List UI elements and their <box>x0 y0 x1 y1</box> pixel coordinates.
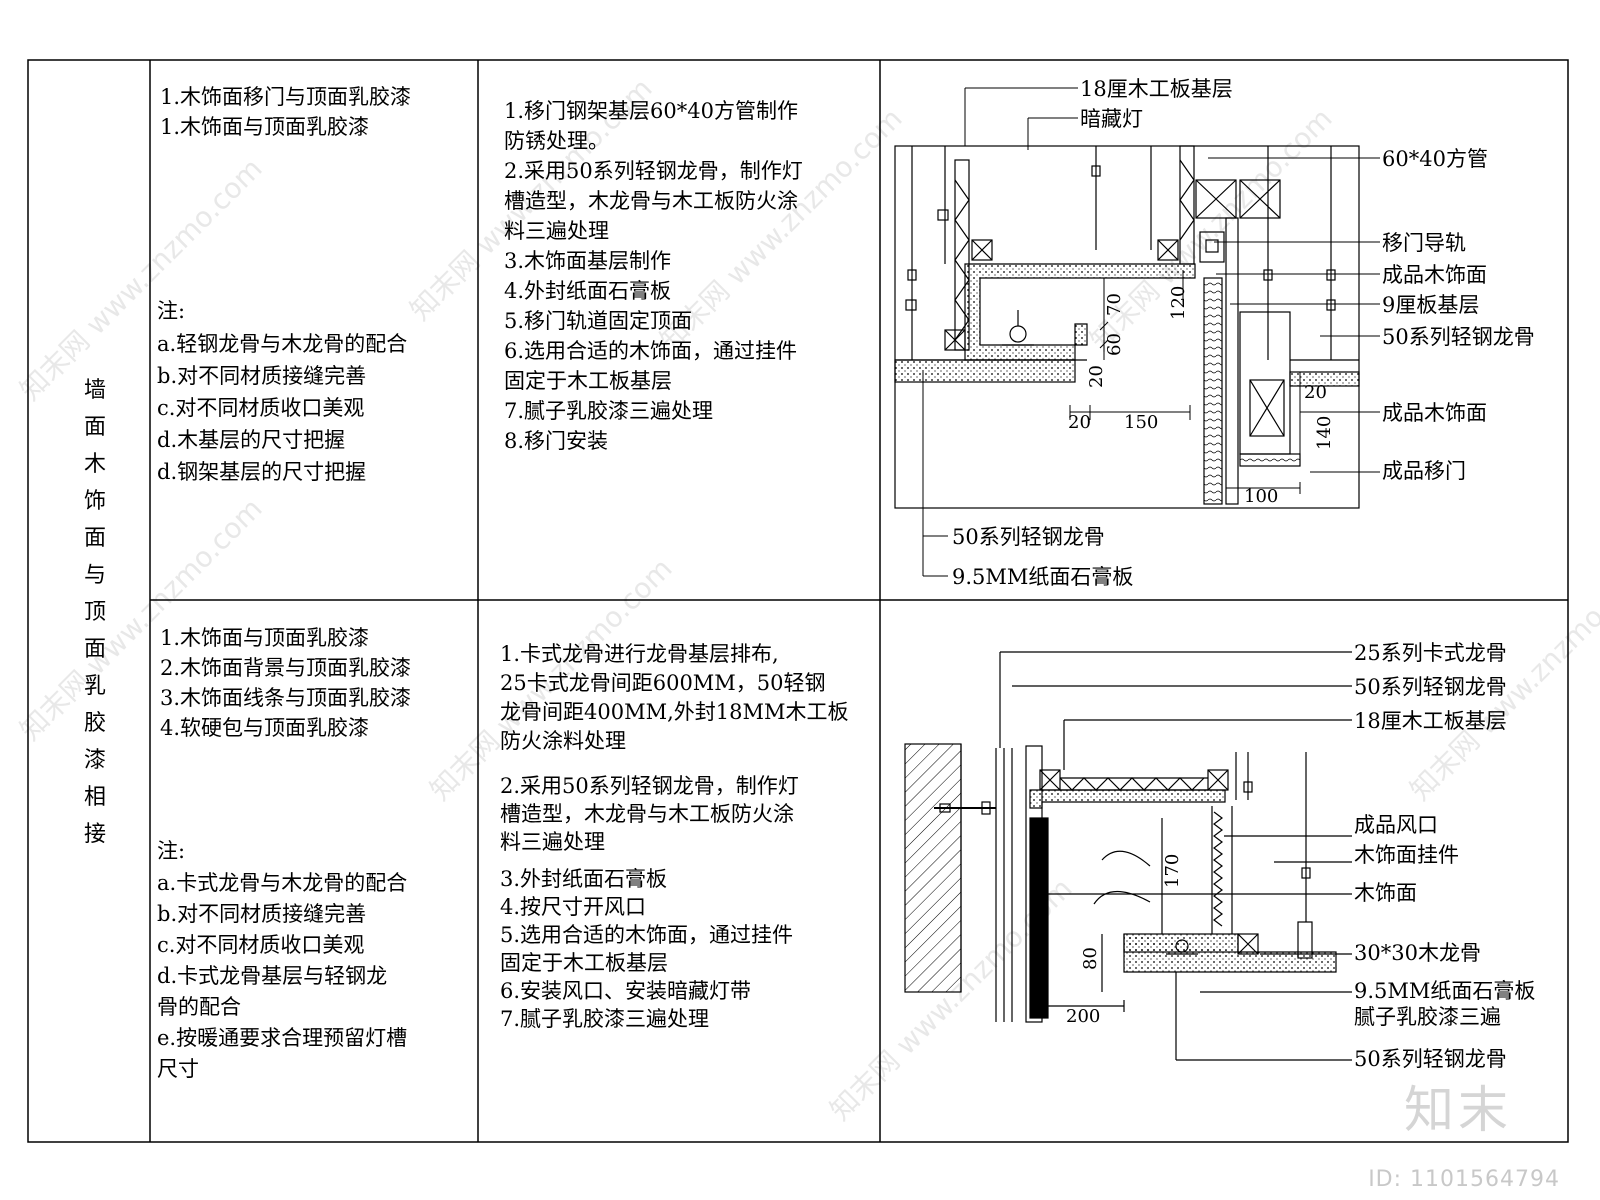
row1-notes: a.轻钢龙骨与木龙骨的配合 b.对不同材质接缝完善 c.对不同材质收口美观 d.… <box>157 332 408 484</box>
row1-note-label: 注: <box>157 299 186 323</box>
drawing2-label: 木饰面挂件 <box>1354 843 1459 867</box>
dim-label: 170 <box>1162 854 1183 888</box>
drawing1-label: 暗藏灯 <box>1080 107 1143 131</box>
dim-label: 20 <box>1086 365 1107 388</box>
row2-notes: a.卡式龙骨与木龙骨的配合 b.对不同材质接缝完善 c.对不同材质收口美观 d.… <box>157 871 408 1081</box>
dim-label: 120 <box>1168 286 1189 320</box>
drawing1-label: 9厘板基层 <box>1382 293 1479 317</box>
drawing1-label: 18厘木工板基层 <box>1080 77 1233 101</box>
vertical-title: 墙 面 木 饰 面 与 顶 面 乳 胶 漆 相 接 <box>83 378 106 847</box>
drawing2-label: 木饰面 <box>1354 881 1417 905</box>
drawing1-label: 成品木饰面 <box>1382 263 1487 287</box>
drawing2-label: 50系列轻钢龙骨 <box>1354 675 1507 699</box>
row1-items: 1.木饰面移门与顶面乳胶漆 1.木饰面与顶面乳胶漆 <box>160 85 412 139</box>
drawing2-label: 成品风口 <box>1354 813 1438 837</box>
drawing2-label: 25系列卡式龙骨 <box>1354 641 1507 665</box>
drawing2-label: 腻子乳胶漆三遍 <box>1354 1005 1501 1029</box>
dim-label: 20 <box>1304 382 1327 403</box>
row2-steps-a: 1.卡式龙骨进行龙骨基层排布, 25卡式龙骨间距600MM，50轻钢 龙骨间距4… <box>500 642 849 753</box>
row2-steps-c: 3.外封纸面石膏板 4.按尺寸开风口 5.选用合适的木饰面，通过挂件 固定于木工… <box>500 867 794 1031</box>
dim-label: 150 <box>1124 412 1158 433</box>
row2-note-label: 注: <box>157 839 186 863</box>
id-tag: ID: 1101564794 <box>1368 1167 1560 1192</box>
dim-label: 200 <box>1066 1006 1100 1027</box>
drawing2-label: 30*30木龙骨 <box>1354 941 1481 965</box>
drawing2-label: 50系列轻钢龙骨 <box>1354 1047 1507 1071</box>
drawing2-label: 18厘木工板基层 <box>1354 709 1507 733</box>
row2-steps-b: 2.采用50系列轻钢龙骨，制作灯 槽造型，木龙骨与木工板防火涂 料三遍处理 <box>500 774 799 854</box>
drawing1-label: 移门导轨 <box>1382 231 1466 255</box>
drawing1-label: 成品移门 <box>1382 459 1466 483</box>
drawing1-label: 9.5MM纸面石膏板 <box>952 565 1133 589</box>
dim-label: 70 <box>1104 293 1125 316</box>
dim-label: 20 <box>1068 412 1091 433</box>
drawing1-label: 成品木饰面 <box>1382 401 1487 425</box>
drawing1-label: 60*40方管 <box>1382 147 1488 171</box>
drawing1-label: 50系列轻钢龙骨 <box>1382 325 1535 349</box>
brand-logo: 知末 <box>1404 1081 1512 1139</box>
dim-label: 100 <box>1244 486 1278 507</box>
drawing2-label: 9.5MM纸面石膏板 <box>1354 979 1535 1003</box>
row2-items: 1.木饰面与顶面乳胶漆 2.木饰面背景与顶面乳胶漆 3.木饰面线条与顶面乳胶漆 … <box>160 626 412 740</box>
dim-label: 60 <box>1104 333 1125 356</box>
row1-steps: 1.移门钢架基层60*40方管制作 防锈处理。 2.采用50系列轻钢龙骨，制作灯… <box>504 99 803 453</box>
drawing1-label: 50系列轻钢龙骨 <box>952 525 1105 549</box>
dim-label: 140 <box>1314 416 1335 450</box>
dim-label: 80 <box>1080 947 1101 970</box>
